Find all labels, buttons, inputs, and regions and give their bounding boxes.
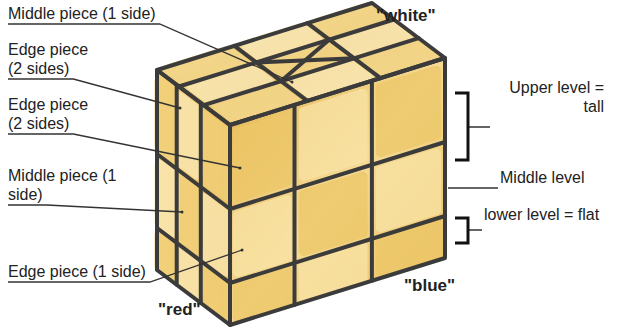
face-color: "white" — [376, 6, 466, 25]
cube-part — [157, 154, 230, 209]
cube-part — [204, 38, 419, 105]
leader-line — [8, 205, 182, 212]
face-color: "red" — [158, 300, 228, 319]
cube-part — [238, 117, 287, 196]
part-label: Edge piece (2 sides) — [8, 40, 103, 78]
cube-part — [304, 177, 363, 252]
cube-part — [230, 142, 445, 209]
cube-part — [304, 247, 363, 297]
cube-part — [175, 85, 179, 285]
leader-dot — [179, 107, 182, 110]
leader-dot — [241, 249, 244, 252]
leader-line — [8, 250, 242, 282]
cube-part — [381, 154, 437, 228]
level-label: lower level = flat — [484, 205, 624, 224]
level-label: Middle level — [500, 168, 620, 187]
level-label: Upper level = tall — [494, 78, 604, 116]
cube-part — [159, 165, 174, 233]
cube-part — [230, 216, 445, 283]
cube-part — [370, 81, 374, 281]
cube-part — [238, 200, 287, 272]
cube-part — [180, 180, 198, 250]
cube-part — [157, 228, 230, 283]
leader-dot — [291, 81, 294, 84]
cube-part — [304, 94, 363, 176]
cube-part — [293, 105, 297, 305]
leader-line — [8, 24, 292, 82]
part-label: Middle piece (1 side) — [8, 4, 178, 23]
cube-part — [256, 58, 354, 62]
face-color: "blue" — [404, 276, 484, 295]
part-label: Edge piece (1 side) — [8, 262, 178, 281]
cube-part — [157, 70, 230, 325]
leader-line — [448, 187, 498, 188]
cube-part — [204, 116, 226, 197]
cube-part — [199, 103, 203, 303]
cube-part — [159, 82, 174, 157]
cube-part — [180, 97, 198, 175]
leader-dot — [239, 167, 242, 170]
leader-dot — [181, 211, 184, 214]
part-label: Edge piece (2 sides) — [8, 95, 103, 133]
cube-part — [381, 71, 437, 152]
cube-part — [204, 199, 226, 272]
cube-part — [381, 224, 437, 273]
part-label: Middle piece (1 side) — [8, 166, 118, 204]
leader-line — [8, 134, 240, 168]
